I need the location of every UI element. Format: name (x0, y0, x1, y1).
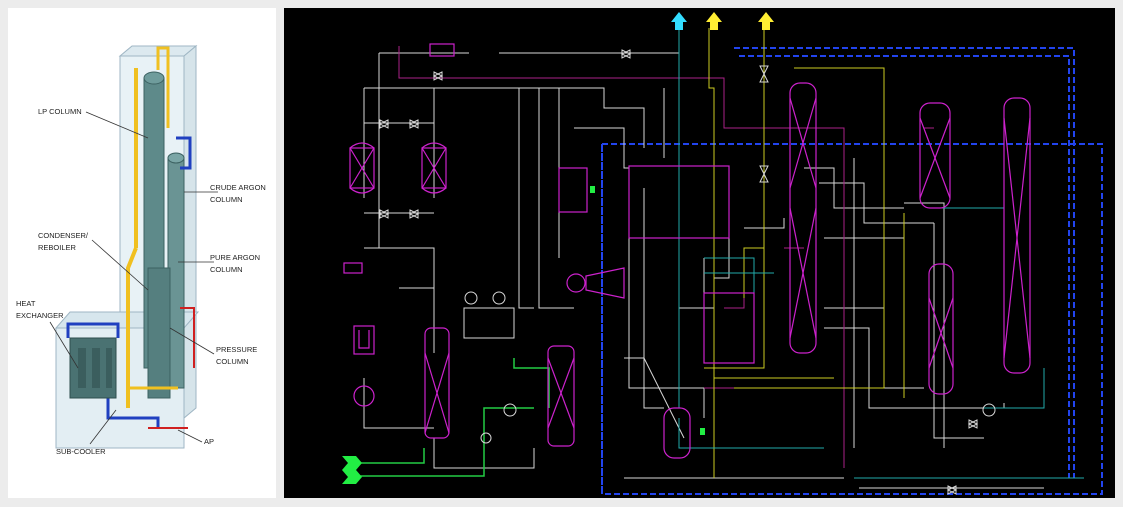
label-heat-exchanger-line2: EXCHANGER (16, 311, 64, 320)
process-flow-schematic-panel (284, 8, 1115, 498)
label-lp-column: LP COLUMN (38, 107, 82, 116)
cold-box-boundary (601, 47, 1103, 495)
process-flow-schematic (342, 12, 1103, 495)
label-pressure-column-line1: PRESSURE (216, 345, 257, 354)
label-pure-argon-column-line2: COLUMN (210, 265, 243, 274)
label-heat-exchanger-line1: HEAT (16, 299, 36, 308)
equipment-columns (424, 82, 1031, 459)
label-pure-argon-column-line1: PURE ARGON (210, 253, 260, 262)
label-pressure-column-line2: COLUMN (216, 357, 249, 366)
white-process-lines (363, 52, 1044, 489)
cold-box-3d-illustration: LP COLUMN CRUDE ARGON COLUMN CONDENSER/ … (16, 44, 266, 456)
cyan-process-lines (674, 28, 1084, 479)
inlet-arrow-2 (342, 470, 362, 484)
output-arrow-yellow-2 (758, 12, 774, 30)
output-arrow-cyan (671, 12, 687, 30)
label-crude-argon-column-line2: COLUMN (210, 195, 243, 204)
inlet-arrows (342, 456, 362, 484)
yellow-process-lines (704, 28, 905, 478)
label-condenser-line1: CONDENSER/ (38, 231, 89, 240)
label-crude-argon-column-line1: CRUDE ARGON (210, 183, 266, 192)
pumps-and-instruments (378, 49, 996, 495)
top-output-arrows (671, 12, 774, 30)
label-sub-cooler: SUB-COOLER (56, 447, 106, 456)
green-process-lines (349, 358, 550, 477)
green-markers (590, 186, 705, 435)
cold-box-3d-panel: LP COLUMN CRUDE ARGON COLUMN CONDENSER/ … (8, 8, 276, 498)
output-arrow-yellow-1 (706, 12, 722, 30)
label-ap: AP (204, 437, 214, 446)
label-condenser-line2: REBOILER (38, 243, 77, 252)
equipment-adsorbers (343, 43, 588, 407)
inlet-arrow-1 (342, 456, 362, 470)
